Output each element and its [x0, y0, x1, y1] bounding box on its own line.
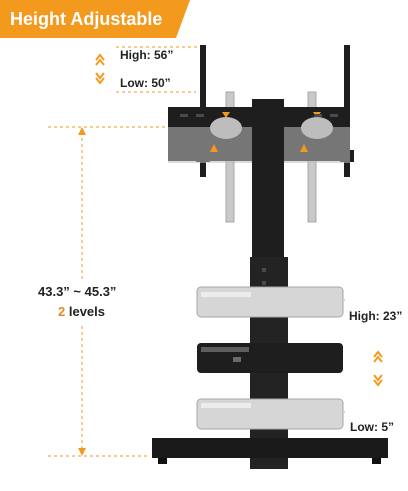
shelf-low-label: Low: 5”	[350, 420, 394, 434]
shelf-high-label: High: 23”	[349, 309, 403, 323]
mount-adjust-chevrons-icon	[95, 53, 105, 85]
shelf-high-ghost	[196, 286, 344, 318]
shelf-low-ghost	[196, 398, 344, 430]
height-adjustable-banner: Height Adjustable	[0, 0, 190, 38]
mount-low-label: Low: 50”	[120, 76, 171, 90]
banner-title: Height Adjustable	[10, 9, 163, 29]
arrow-up-icon	[78, 127, 86, 135]
arrow-down-icon	[78, 448, 86, 456]
base-plate	[152, 438, 388, 458]
arrow-heads	[78, 127, 86, 456]
shelf-middle	[197, 343, 343, 373]
total-height-range: 43.3” ~ 45.3”	[38, 284, 117, 299]
levels-label: 2 levels	[58, 304, 105, 319]
upper-column	[252, 99, 284, 257]
base-wheels	[158, 458, 381, 464]
mount-brackets	[210, 117, 333, 139]
levels-number: 2	[58, 304, 66, 319]
levels-word: levels	[68, 304, 106, 319]
mount-high-label: High: 56”	[120, 48, 174, 62]
shelf-adjust-chevrons-icon	[373, 350, 383, 387]
